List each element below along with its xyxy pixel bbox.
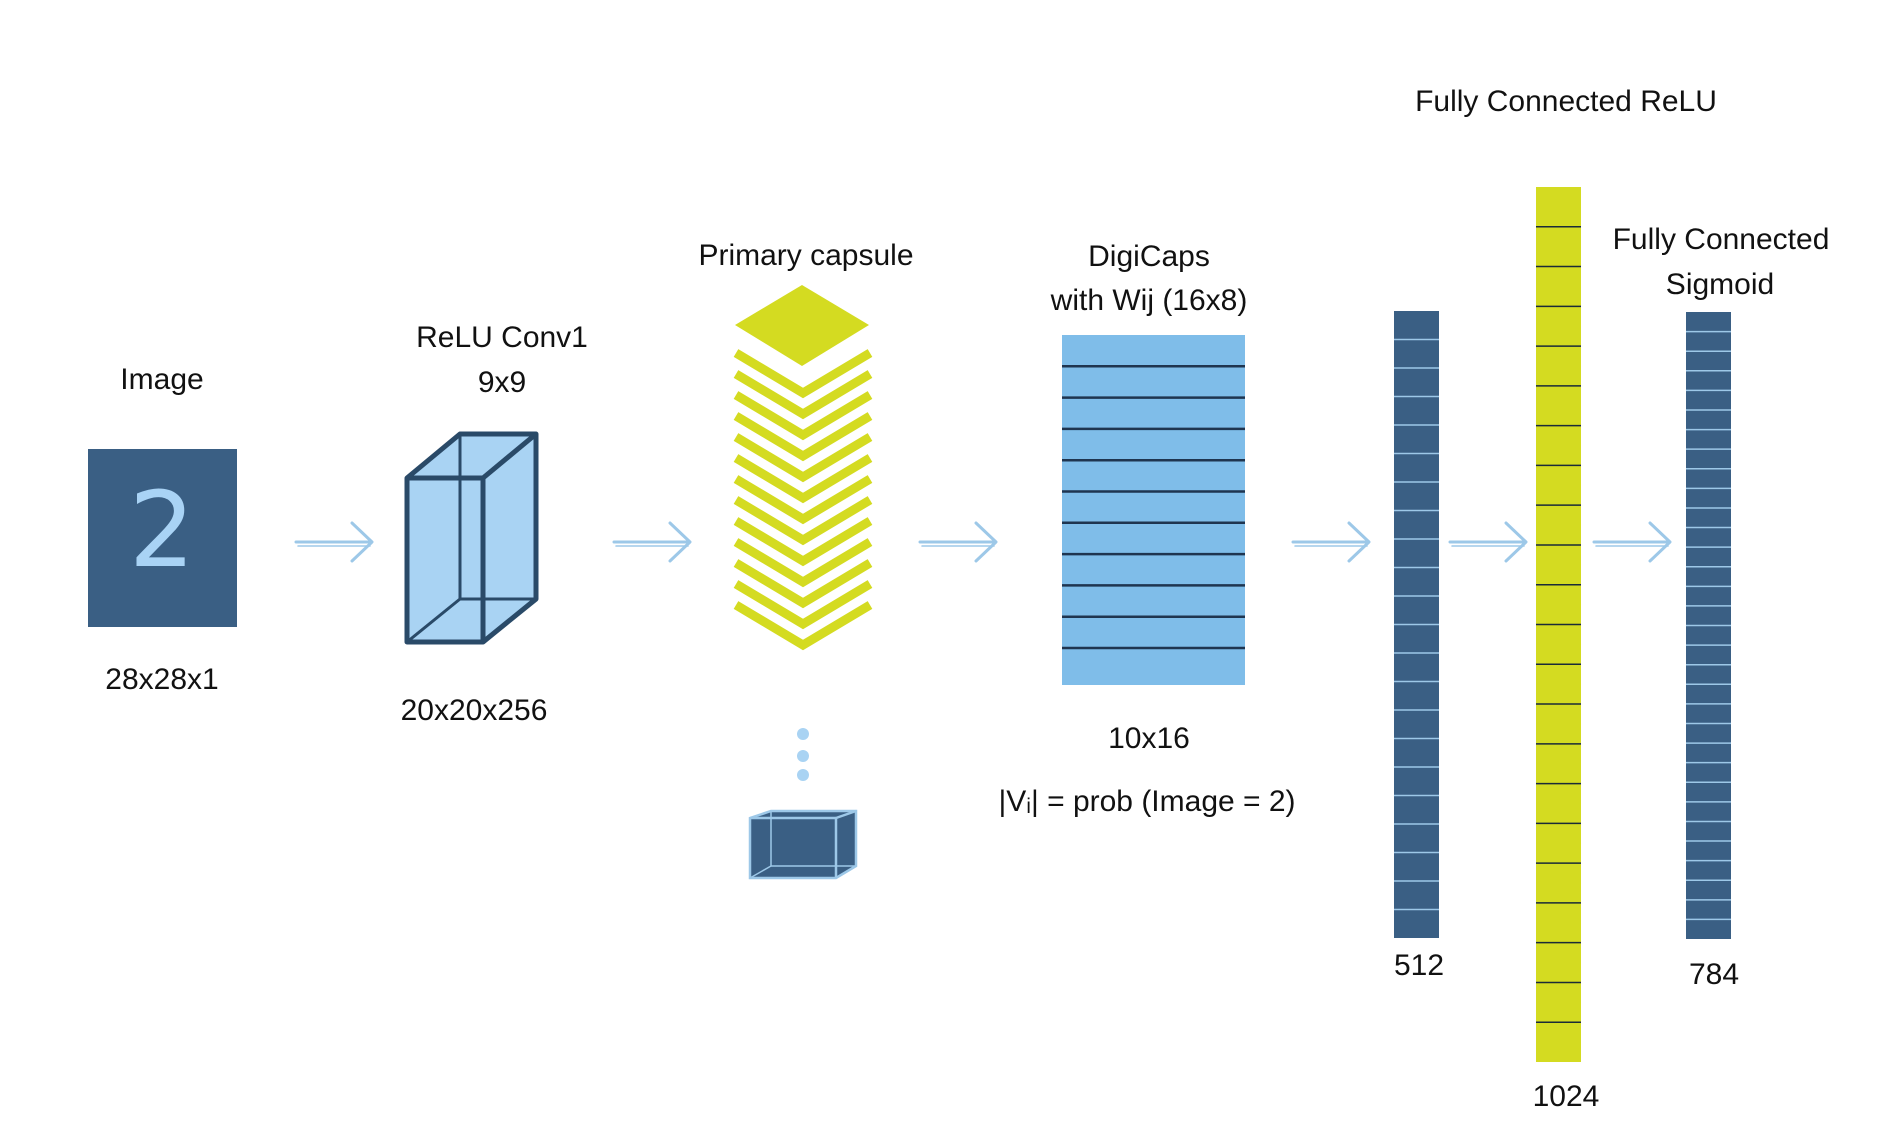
ellipsis-dot [797,769,809,781]
ellipsis-dot [797,750,809,762]
primary-capsule-layer [733,517,873,567]
capsule-box-icon [748,809,858,880]
digicaps-rows [1062,365,1245,650]
primary-capsule-layer [733,349,873,399]
primary-capsule-layer [733,391,873,441]
conv1-cuboid [404,431,539,645]
digicaps-block [1062,335,1245,685]
primary-capsule-layer [733,538,873,588]
arrow-right-icon [918,521,998,563]
fc-relu-1024-cells [1536,226,1581,1023]
primary-capsule-layer [733,475,873,525]
arrow-right-icon [1592,521,1672,563]
primary-capsule-layer [733,601,873,651]
arrow-right-icon [612,521,692,563]
fc-relu-1024-label: 1024 [1532,1080,1600,1113]
primary-capsule-layer [733,412,873,462]
digicaps-size-label: 10x16 [1108,722,1190,755]
input-digit: 2 [128,469,196,591]
primary-capsule-layer [733,580,873,630]
conv1-kernel: 9x9 [477,366,527,399]
input-image-square [88,449,237,627]
arrow-right-icon [294,521,374,563]
fc-sigmoid-784-label: 784 [1688,958,1740,991]
primary-capsule-layer [733,454,873,504]
fc-sigmoid-title: Fully Connected [1612,223,1830,256]
ellipsis-dot [797,728,809,740]
fc-relu-512-cells [1394,338,1439,911]
fc-relu-title: Fully Connected ReLU [1415,85,1717,118]
conv1-size-label: 20x20x256 [400,694,548,727]
primary-capsule-top [735,285,869,366]
image-title: Image [120,363,204,396]
digicaps-title: DigiCaps [1088,240,1210,273]
digicaps-formula: |Vᵢ| = prob (Image = 2) [998,785,1296,818]
primary-capsule-layer [733,496,873,546]
fc-sigmoid-subtitle: Sigmoid [1665,268,1775,301]
conv1-title: ReLU Conv1 [416,321,588,354]
fc-relu-512-label: 512 [1393,949,1445,982]
primary-capsule-title: Primary capsule [698,239,914,272]
primary-capsule-layer [733,559,873,609]
arrow-right-icon [1448,521,1528,563]
primary-capsule-layer [733,433,873,483]
primary-capsule-layer [733,370,873,420]
image-size-label: 28x28x1 [105,663,219,696]
digicaps-weights: with Wij (16x8) [1050,284,1248,317]
fc-sigmoid-784-cells [1686,330,1731,921]
arrow-right-icon [1291,521,1371,563]
primary-capsule-stack [733,349,873,651]
